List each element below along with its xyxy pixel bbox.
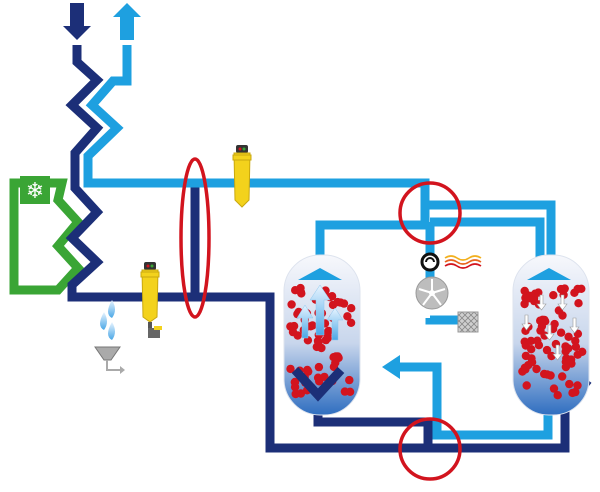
- desiccant-bead: [578, 347, 587, 356]
- desiccant-bead: [291, 389, 300, 399]
- desiccant-bead: [564, 344, 573, 353]
- desiccant-bead: [560, 284, 569, 293]
- desiccant-bead: [340, 387, 350, 396]
- desiccant-bead: [323, 334, 332, 343]
- desiccant-bead: [549, 384, 559, 393]
- desiccant-bead: [522, 381, 531, 390]
- desiccant-bead: [343, 312, 352, 321]
- condensate-drain-icon: [94, 300, 125, 374]
- desiccant-bead: [527, 354, 536, 363]
- desiccant-bead: [549, 291, 558, 300]
- heater-icon: [420, 252, 482, 272]
- desiccant-bead: [564, 332, 573, 341]
- desiccant-bead: [537, 322, 547, 331]
- snowflake-box: [20, 176, 50, 204]
- inlet-arrow-icon: [63, 3, 91, 40]
- desiccant-bead: [320, 372, 329, 382]
- desiccant-bead: [538, 315, 547, 324]
- desiccant-bead: [289, 321, 299, 331]
- desiccant-bead: [566, 355, 576, 364]
- desiccant-bead: [314, 362, 324, 372]
- dry-air-line: [83, 45, 556, 440]
- desiccant-bead: [543, 370, 552, 379]
- bottom-valve-ring: [398, 417, 462, 481]
- desiccant-bead: [296, 283, 305, 293]
- intake-grille-icon: [457, 311, 479, 333]
- desiccant-bead: [520, 363, 529, 372]
- left-adsorption-tower: [283, 254, 361, 416]
- top-valve-ring: [398, 181, 462, 245]
- desiccant-bead: [542, 345, 552, 355]
- desiccant-bead: [336, 298, 345, 307]
- desiccant-bead: [533, 336, 542, 345]
- desiccant-bead: [526, 336, 536, 346]
- desiccant-bead: [520, 286, 529, 296]
- desiccant-bead: [553, 391, 562, 400]
- desiccant-bead: [286, 364, 295, 374]
- desiccant-bead: [534, 288, 543, 297]
- desiccant-bead: [540, 331, 549, 340]
- filter-icon: [232, 145, 252, 208]
- outlet-arrow-icon: [113, 3, 141, 40]
- desiccant-bead: [561, 362, 571, 372]
- downflow-arrows-icon: [521, 294, 580, 361]
- snowflake-icon: ❄: [26, 178, 44, 203]
- desiccant-bead: [287, 300, 296, 309]
- desiccant-bead: [527, 345, 536, 354]
- desiccant-bead: [573, 284, 582, 294]
- upflow-arrows-icon: [296, 284, 344, 341]
- desiccant-bead: [347, 304, 356, 313]
- right-regenerating-tower: [512, 254, 590, 416]
- desiccant-bead: [532, 364, 541, 374]
- desiccant-bead: [574, 299, 583, 308]
- refrigeration-loop: ❄: [9, 176, 85, 295]
- desiccant-bead: [331, 352, 341, 361]
- desiccant-bead: [303, 365, 312, 375]
- desiccant-bead: [290, 378, 300, 387]
- desiccant-bead: [556, 328, 566, 337]
- desiccant-bead: [558, 372, 567, 381]
- desiccant-bead: [571, 336, 580, 346]
- desiccant-bead: [345, 375, 354, 385]
- desiccant-bead: [565, 379, 574, 389]
- blower-fan-icon: [415, 276, 449, 310]
- prefilter-icon: [140, 262, 162, 338]
- crossover-valve-ring: [179, 157, 211, 319]
- desiccant-bead: [568, 388, 577, 398]
- desiccant-bead: [331, 358, 340, 367]
- desiccant-bead: [573, 381, 582, 390]
- desiccant-bead: [346, 318, 356, 327]
- desiccant-bead: [524, 294, 533, 303]
- return-arrow-icon: [382, 355, 400, 379]
